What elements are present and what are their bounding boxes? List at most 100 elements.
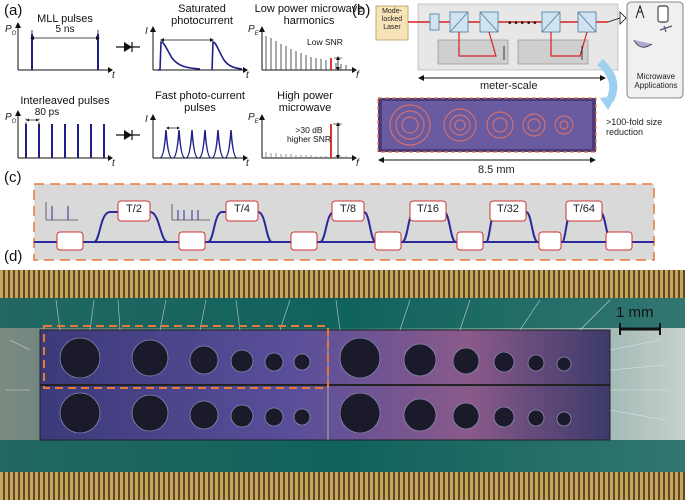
satellite-icon <box>659 25 673 33</box>
saturated-title: Saturated photocurrent <box>171 3 233 28</box>
fast-pulse <box>185 129 199 159</box>
axis-t-top: t <box>112 70 115 81</box>
spiral <box>389 104 431 146</box>
panel-d-label: (d) <box>4 248 23 265</box>
panel-c-label: (c) <box>4 169 22 186</box>
spiral <box>443 108 477 142</box>
spiral <box>554 115 574 135</box>
delay-label-3: T/8 <box>340 203 356 215</box>
spiral <box>403 398 437 432</box>
axis-f-bottom: f <box>356 158 359 169</box>
delay-box <box>225 200 259 222</box>
chip-photograph <box>0 270 685 500</box>
spiral <box>493 406 515 428</box>
switch-box <box>456 231 484 251</box>
saturated-pulse-2 <box>211 41 243 71</box>
tower-icon <box>635 4 645 19</box>
mll-spacing: 5 ns <box>55 24 75 35</box>
photodiode-icon <box>116 130 140 140</box>
interleaved-title: Interleaved pulses <box>20 95 110 107</box>
fast-pulse <box>211 129 225 159</box>
low-power-title: Low power microwave harmonics <box>254 3 364 28</box>
spiral <box>264 352 284 372</box>
axis-t-top2: t <box>246 70 249 81</box>
spiral <box>452 402 480 430</box>
saturated-axes <box>150 26 248 73</box>
high-power-title: High power microwave <box>277 90 333 115</box>
pulse-inset-1 <box>45 202 78 221</box>
panel-c-diagram <box>33 183 655 261</box>
chip-size-label: 8.5 mm <box>478 164 515 176</box>
top-pins <box>0 270 685 298</box>
laser-box <box>375 5 409 41</box>
spiral <box>452 347 480 375</box>
fast-pulse-axes <box>150 114 248 161</box>
switch-box <box>56 231 84 251</box>
saturated-pulse-1 <box>158 41 201 71</box>
panel-b-label: (b) <box>352 2 371 19</box>
spiral <box>556 356 572 372</box>
switch-box <box>538 231 562 251</box>
spiral <box>403 343 437 377</box>
axis-t-bottom2: t <box>246 158 249 169</box>
scale-bar-label: 1 mm <box>616 304 654 321</box>
low-snr: Low SNR <box>307 37 343 47</box>
spiral <box>264 407 284 427</box>
spiral <box>131 339 169 377</box>
spiral <box>493 351 515 373</box>
spiral <box>556 411 572 427</box>
spiral <box>486 111 514 139</box>
spiral <box>527 354 545 372</box>
spiral <box>293 408 311 426</box>
interleaved-spacing: 80 ps <box>34 107 60 118</box>
low-power-spectrum <box>259 26 357 73</box>
spiral <box>189 345 219 375</box>
delay-label-2: T/4 <box>234 203 250 215</box>
fast-title: Fast photo-current pulses <box>155 90 245 115</box>
switch-box <box>374 231 402 251</box>
spiral <box>339 337 381 379</box>
delay-box <box>117 200 151 222</box>
spiral <box>522 113 546 137</box>
spiral <box>189 400 219 430</box>
fast-pulse <box>224 129 238 159</box>
spiral <box>339 392 381 434</box>
delay-label-6: T/64 <box>572 203 595 215</box>
fast-pulse <box>172 129 186 159</box>
delay-label-1: T/2 <box>126 203 142 215</box>
axis-po-top: PO <box>5 24 17 37</box>
spiral <box>230 404 254 428</box>
axis-i-bottom: I <box>145 114 148 125</box>
delay-label-4: T/16 <box>416 203 439 215</box>
delay-label-5: T/32 <box>496 203 519 215</box>
photodiode-icon <box>116 42 140 52</box>
svg-text:• • • • •: • • • • • <box>508 18 537 29</box>
axis-i-top: I <box>145 26 148 37</box>
spiral <box>131 394 169 432</box>
high-power-spectrum <box>259 114 357 161</box>
switch-box <box>605 231 633 251</box>
spiral <box>59 337 101 379</box>
apps-label: Microwave Applications <box>634 72 678 91</box>
panel-b-diagram: • • • • • <box>375 1 684 163</box>
axis-t-bottom: t <box>112 158 115 169</box>
fast-pulse <box>198 129 212 159</box>
apps-box <box>626 1 684 99</box>
switch-box <box>290 231 318 251</box>
size-reduction-label: >100-fold size reduction <box>606 117 663 138</box>
meter-scale-label: meter-scale <box>480 80 538 92</box>
axis-pe-top: PE <box>248 24 259 37</box>
detector-icon <box>619 11 627 25</box>
spiral <box>527 409 545 427</box>
panel-a-diagram <box>15 22 357 161</box>
axis-pe-bottom: PE <box>248 112 259 125</box>
highlight-box <box>43 325 329 389</box>
spiral <box>59 392 101 434</box>
delay-box <box>565 200 603 222</box>
laser-label: Mode-locked Laser <box>381 8 403 32</box>
mll-axes <box>15 22 113 73</box>
fast-pulse <box>159 129 173 159</box>
delay-box <box>331 200 365 222</box>
pulse-inset-2 <box>171 204 210 221</box>
mll-title: MLL pulses <box>37 13 93 25</box>
